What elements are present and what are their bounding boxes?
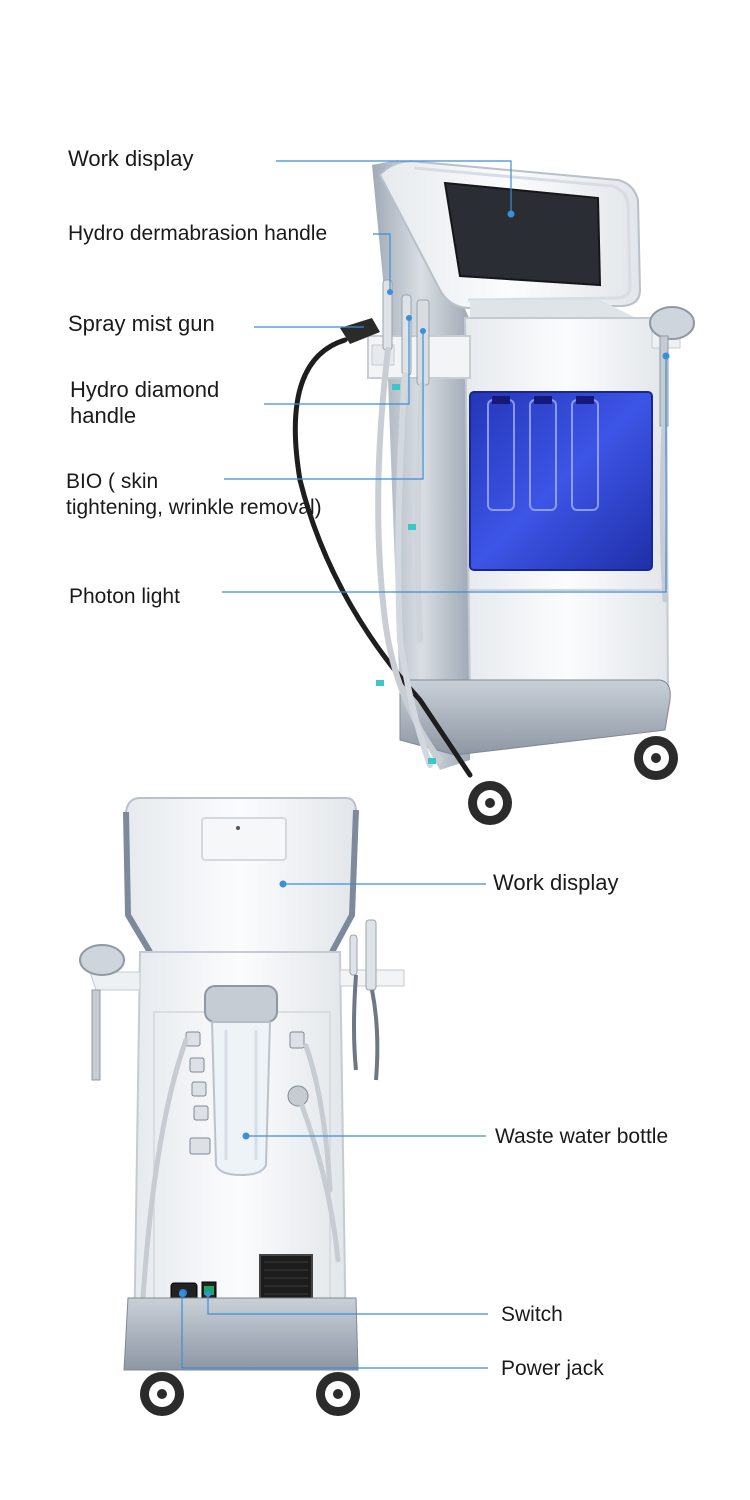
front-water-panel <box>469 391 653 571</box>
label-spray-mist-gun: Spray mist gun <box>68 311 215 336</box>
back-base <box>123 1297 359 1371</box>
leader-power-jack <box>181 1294 488 1369</box>
leader-dots <box>179 210 670 1297</box>
label-photon-light: Photon light <box>69 585 180 608</box>
front-wheels <box>468 736 678 825</box>
leader-hydro-diamond <box>264 318 410 405</box>
label-waste-water-bottle: Waste water bottle <box>495 1125 669 1148</box>
label-switch: Switch <box>501 1303 563 1326</box>
leader-hydro-dermabrasion <box>373 233 391 292</box>
leader-photon-light <box>222 356 667 593</box>
label-work-display-back: Work display <box>493 870 619 895</box>
leader-work-display-front <box>276 160 512 214</box>
back-waste-water-bottle <box>204 985 278 1177</box>
label-hydro-diamond-handle: Hydro diamond handle <box>70 377 220 428</box>
back-fan-grille <box>259 1254 313 1306</box>
leader-bio <box>224 331 424 480</box>
front-handles <box>340 279 695 427</box>
label-work-display-front: Work display <box>68 146 194 171</box>
front-base <box>399 679 671 756</box>
back-wheels <box>140 1372 360 1416</box>
front-screen <box>443 181 602 287</box>
label-power-jack: Power jack <box>501 1357 604 1380</box>
leader-switch <box>207 1294 488 1315</box>
label-bio: BIO ( skin tightening, wrinkle removal) <box>66 470 322 519</box>
leader-lines <box>181 160 667 1369</box>
label-hydro-dermabrasion-handle: Hydro dermabrasion handle <box>68 222 328 245</box>
back-photon-head <box>79 944 125 976</box>
